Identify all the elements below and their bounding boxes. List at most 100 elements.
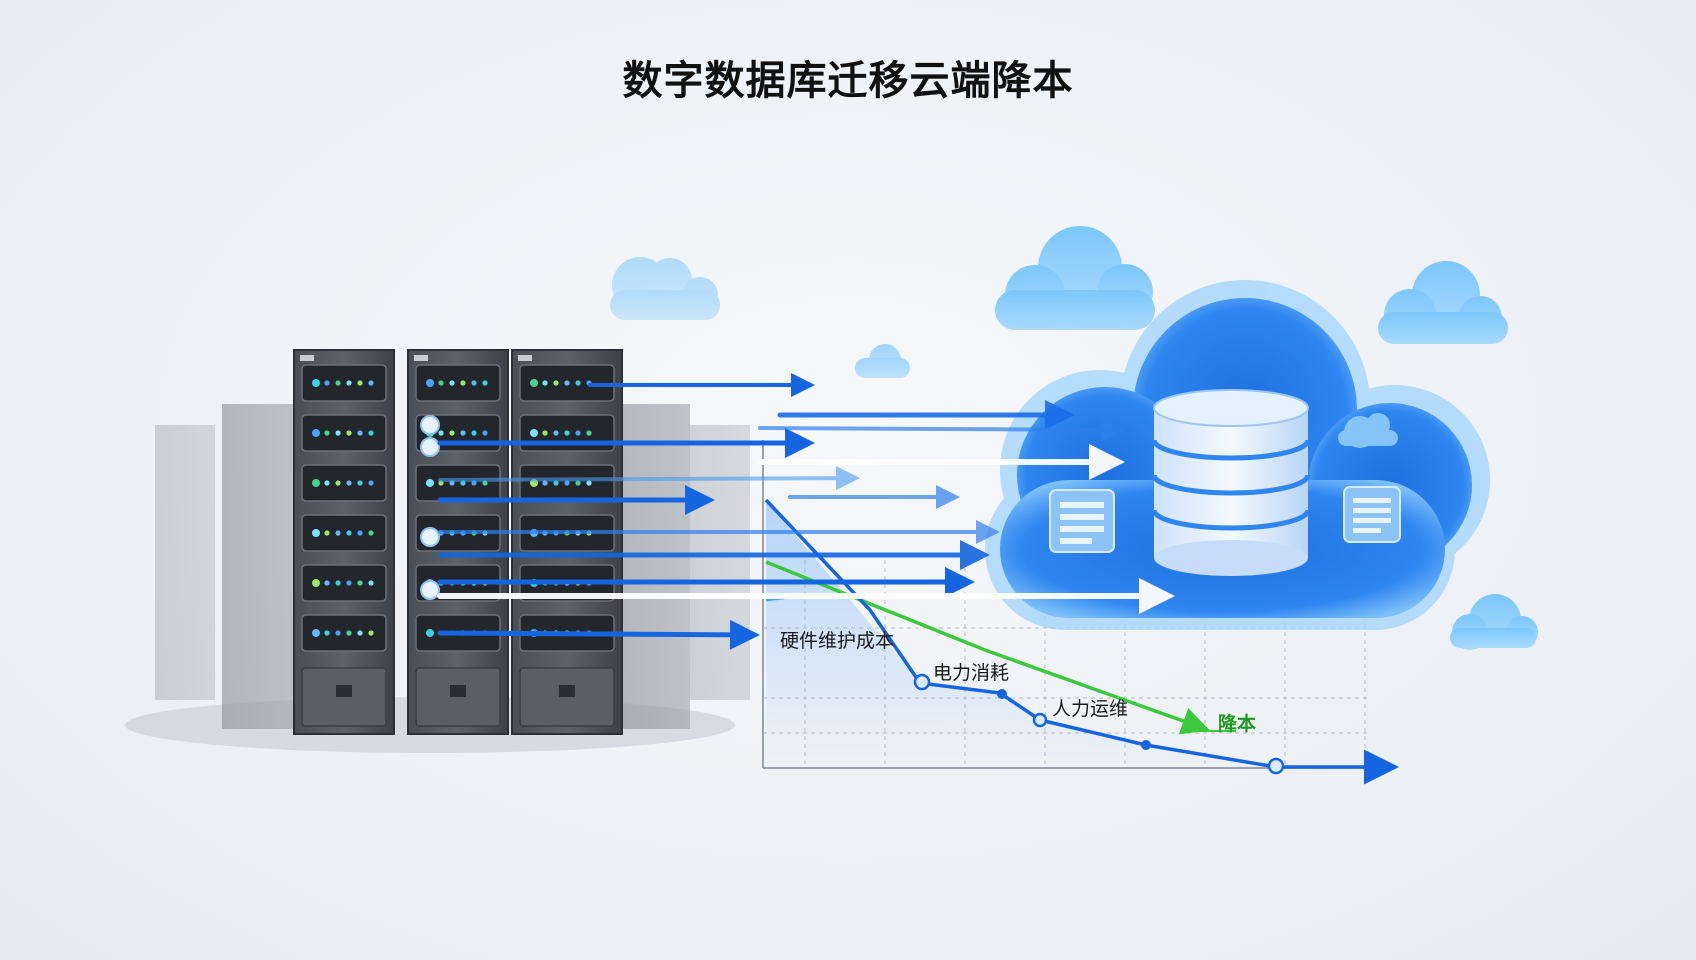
background-cloud-icon [1378, 261, 1508, 344]
status-led [312, 429, 320, 437]
status-led [357, 580, 363, 586]
arrow-shaft [437, 630, 733, 638]
status-led [335, 430, 341, 436]
status-led [471, 430, 477, 436]
glow-node [420, 437, 440, 457]
status-led [335, 630, 341, 636]
status-led [312, 379, 320, 387]
arrow-head [1045, 400, 1075, 430]
rack-vent [559, 685, 575, 697]
arrow-icon [437, 540, 990, 570]
status-led [564, 380, 570, 386]
data-point [913, 673, 931, 691]
status-led [335, 380, 341, 386]
arrow-shaft [758, 426, 1104, 432]
arrow-head [945, 567, 975, 597]
status-led [564, 480, 570, 486]
status-led [553, 380, 559, 386]
arrow-icon [437, 578, 1175, 614]
status-led [324, 630, 330, 636]
arrow-icon [437, 428, 815, 458]
status-led [449, 380, 455, 386]
server-unit [301, 614, 387, 652]
arrow-head [685, 485, 715, 515]
status-led [357, 380, 363, 386]
glow-node [420, 527, 440, 547]
status-led [368, 480, 374, 486]
status-led [346, 430, 352, 436]
server-unit [301, 464, 387, 502]
status-led [346, 380, 352, 386]
arrow-head [960, 540, 990, 570]
arrow-head [835, 466, 860, 491]
arrow-icon [438, 520, 1000, 544]
status-led [324, 430, 330, 436]
server-rack-icon [293, 349, 395, 735]
status-led [564, 430, 570, 436]
status-led [368, 430, 374, 436]
data-point [1267, 757, 1285, 775]
rack-vent [450, 685, 466, 697]
status-led [575, 480, 581, 486]
status-led [471, 380, 477, 386]
background-cloud-icon [855, 344, 910, 378]
server-unit [415, 364, 501, 402]
glow-node [420, 580, 440, 600]
status-led [368, 380, 374, 386]
status-led [542, 430, 548, 436]
background-cloud-icon [995, 226, 1155, 330]
arrow-icon [588, 373, 815, 397]
arrow-head [785, 428, 815, 458]
data-point [1141, 740, 1151, 750]
status-led [586, 430, 592, 436]
label-reduce: 降本 [1218, 712, 1256, 735]
status-led [368, 630, 374, 636]
status-led [346, 480, 352, 486]
label-hardware-cost: 硬件维护成本 [780, 630, 894, 652]
server-unit [301, 414, 387, 452]
server-unit [301, 564, 387, 602]
server-unit [301, 364, 387, 402]
status-led [346, 530, 352, 536]
server-rack-icon [511, 349, 623, 735]
status-led [542, 380, 548, 386]
rack-badge [518, 355, 532, 361]
arrow-icon [438, 466, 860, 491]
arrow-icon [437, 485, 715, 515]
status-led [553, 480, 559, 486]
status-led [460, 380, 466, 386]
arrow-icon [788, 485, 960, 509]
status-led [335, 530, 341, 536]
status-led [324, 480, 330, 486]
status-led [357, 480, 363, 486]
server-rack-icon [155, 425, 750, 700]
background-cloud-icon [1450, 594, 1538, 650]
cost-chart: 硬件维护成本 电力消耗 人力运维 降本 [762, 440, 1399, 785]
database-icon [1151, 389, 1311, 576]
migration-arrows [437, 373, 1175, 650]
server-racks [293, 349, 623, 735]
data-point [997, 689, 1007, 699]
cost-area [766, 500, 1276, 768]
status-led [335, 480, 341, 486]
status-led [586, 480, 592, 486]
status-led [438, 380, 444, 386]
background-cloud-icon [610, 257, 720, 320]
arrow-icon [437, 567, 975, 597]
status-led [449, 430, 455, 436]
arrow-head [936, 485, 960, 509]
status-led [426, 629, 434, 637]
document-icon [1049, 489, 1115, 553]
status-led [368, 580, 374, 586]
status-led [346, 580, 352, 586]
status-led [324, 580, 330, 586]
status-led [324, 530, 330, 536]
green-trend-line [765, 560, 1210, 735]
status-led [312, 629, 320, 637]
page-title: 数字数据库迁移云端降本 [622, 58, 1074, 104]
status-led [426, 479, 434, 487]
status-led [482, 380, 488, 386]
status-led [357, 630, 363, 636]
data-point [1032, 712, 1048, 728]
